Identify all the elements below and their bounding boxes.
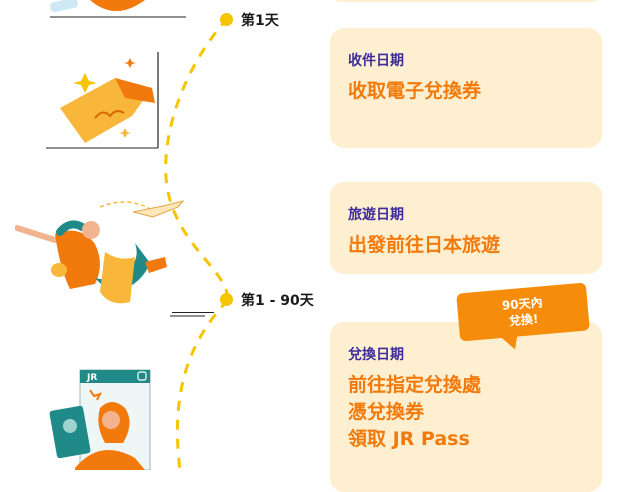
illustration-voucher [46,52,159,149]
card-top-partial [330,0,602,2]
card-exchange-line-1: 前往指定兌換處 [348,374,482,396]
timeline-day90-label: 第1 - 90天 [241,293,314,309]
jr-logo-text: JR [86,373,97,383]
card-receive-date: 收件日期 收取電子兌換券 [330,28,602,148]
timeline-path [164,16,230,470]
illustration-flying-traveler [15,200,205,317]
card-receive-title: 收取電子兌換券 [348,80,482,102]
illustration-top-figure [50,0,186,18]
timeline-day1-label: 第1天 [241,13,279,29]
illustration-jr-pass-holder: JR [49,369,151,470]
card-exchange-date: 兌換日期 前往指定兌換處 憑兌換券 領取 JR Pass [330,322,602,492]
divider-line [172,312,214,313]
card-receive-label: 收件日期 [348,53,404,69]
timeline-dot-day1 [220,13,233,26]
card-exchange-label: 兌換日期 [348,347,404,363]
card-travel-title: 出發前往日本旅遊 [348,234,501,256]
card-exchange-line-2: 憑兌換券 [348,401,425,423]
card-exchange-line-3: 領取 JR Pass [348,428,470,450]
timeline-dot-day90 [220,293,233,306]
card-travel-date: 旅遊日期 出發前往日本旅遊 [330,182,602,274]
card-travel-label: 旅遊日期 [348,207,404,223]
